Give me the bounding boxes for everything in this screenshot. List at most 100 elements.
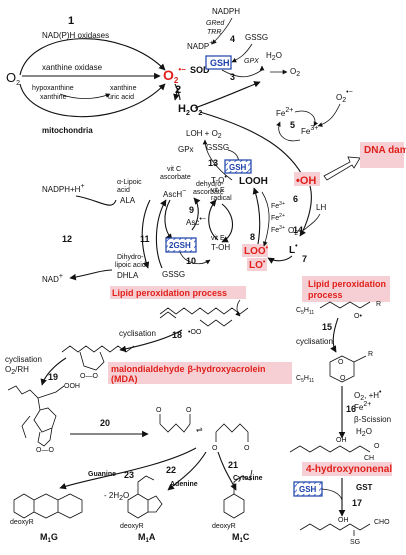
- arrow-nadph-to-nadp: [211, 17, 233, 45]
- arrow-gsh-to-gst: [321, 488, 343, 501]
- gpx-top-label: GPX: [244, 58, 259, 65]
- hne-ch-label: CH: [364, 455, 374, 462]
- asch-label: AscH−: [163, 188, 186, 199]
- cyclisation-15-label: cyclisation: [296, 337, 333, 346]
- t-oh-label: T-OH: [211, 243, 230, 252]
- xanthine-label-right: xanthine: [110, 85, 137, 92]
- superoxide-radical-right: O2•−: [336, 89, 353, 104]
- ooh-label: OOH: [64, 383, 80, 390]
- minus-water-label: - 2H2O: [104, 491, 129, 502]
- beta-hydroxyacrolein-ends: [215, 432, 249, 442]
- ala-label: ALA: [120, 196, 136, 205]
- gsh-box-mid-inner: [228, 162, 248, 171]
- 2gsh-label: 2GSH: [169, 241, 191, 250]
- step-number-11: 11: [140, 234, 150, 244]
- hne-carbonyl-o: O: [374, 443, 380, 450]
- step-number-17: 17: [352, 498, 362, 508]
- arrow-looh-to-loh: [202, 139, 233, 181]
- step-number-7: 7: [302, 254, 307, 264]
- deoxyr-1-label: deoxyR: [10, 519, 34, 526]
- arrow-to-m1c: [217, 451, 237, 491]
- uric-acid-label: uric acid: [108, 94, 134, 101]
- step-number-19: 19: [48, 372, 58, 382]
- arrow-2gsh-to-gssg: [179, 251, 211, 265]
- arrow-cyclisation-18: [119, 329, 183, 353]
- lipid-chain-top: [159, 307, 249, 315]
- step-number-1: 1: [68, 15, 74, 27]
- m1a-label: M1A: [138, 532, 156, 544]
- step-number-10: 10: [186, 256, 196, 266]
- beta-scission-label: β-Scission: [354, 415, 391, 424]
- endoperoxide-ring: [79, 351, 105, 371]
- water-top-label: H2O: [266, 51, 282, 62]
- water-16-label: H2O: [356, 427, 372, 438]
- r-label: R: [376, 301, 381, 308]
- step-number-8: 8: [250, 232, 255, 242]
- gssg-mid-label: GSSG: [206, 143, 229, 152]
- hne-precursor-chain: [319, 301, 371, 309]
- gpx-mid-label: GPx: [178, 145, 194, 154]
- trr-label: TRR: [207, 29, 221, 36]
- bicyclic-bridge: [37, 427, 53, 447]
- step-number-12: 12: [62, 234, 72, 244]
- hne-highlight: [302, 462, 392, 476]
- alpha-lipoic-label: α-Lipoic: [117, 179, 142, 186]
- arrow-vit-e-cycle-down: [221, 203, 234, 243]
- deoxyr-2-label: deoxyR: [120, 523, 144, 530]
- gsh-mid-label: GSH: [229, 163, 247, 172]
- hydroxyl-radical-label: •OH: [296, 175, 316, 187]
- beta-hydroxyacrolein-oh: O: [212, 445, 218, 452]
- ring-oxygen-top: O: [338, 359, 344, 366]
- cyclisation-19-label: cyclisation: [5, 355, 42, 364]
- loo-radical-chain: •OO: [188, 329, 202, 336]
- m1g-ring-c: [57, 493, 83, 519]
- ring-r-label: R: [368, 351, 373, 358]
- m1c-label: M1C: [232, 532, 250, 544]
- step-number-20: 20: [100, 418, 110, 428]
- peroxyl-radical-label: LOO•: [244, 245, 269, 257]
- step-number-23: 23: [124, 470, 134, 480]
- bicyclic-oxygen-label: O—O: [36, 447, 54, 454]
- fe3-14b-label: Fe3+: [271, 225, 285, 234]
- lipid-chain-top-double: [159, 311, 177, 319]
- arrow-l-to-loo: [267, 255, 293, 264]
- sg-label: SG: [350, 539, 360, 546]
- o2-h-label: O2, +H•: [354, 389, 382, 402]
- mda-highlight: [108, 362, 292, 384]
- lo-highlight: [247, 258, 267, 271]
- vit-e-label: vit E: [211, 235, 225, 242]
- step-number-16: 16: [346, 404, 356, 414]
- arrow-hypoxanthine-to-uric: [59, 93, 111, 99]
- xanthine-oxidase-label: xanthine oxidase: [42, 63, 103, 72]
- arrow-to-m1a: [167, 451, 207, 491]
- hydroperoxide-branch: [37, 385, 65, 399]
- arrow-h2o2-to-oh: [199, 111, 306, 181]
- m1c-side-chain: [233, 469, 253, 494]
- ring-oxygen-bottom: O: [340, 375, 346, 382]
- arrow-oh-to-l: [299, 185, 312, 237]
- arrow-asch-down: [164, 199, 173, 241]
- mda-carbonyls: [159, 414, 191, 424]
- hypoxanthine-label: hypoxanthine: [32, 85, 74, 92]
- gst-label: GST: [356, 483, 373, 492]
- dna-damage-highlight: [360, 142, 404, 168]
- step-number-13: 13: [208, 158, 218, 168]
- o2-right-label: O2: [290, 67, 300, 78]
- bicyclic-tail: [21, 415, 31, 439]
- arrow-looh-to-loo-fe: [261, 191, 270, 247]
- fe3-top-label: Fe3+: [301, 125, 318, 136]
- deoxyr-3-label: deoxyR: [212, 523, 236, 530]
- arrow-sod-to-h2o2: [173, 87, 180, 101]
- step-number-18: 18: [172, 330, 182, 340]
- m1g-label: M1G: [40, 532, 58, 544]
- t-o-label: T-O•: [211, 174, 227, 185]
- arrow-asc-up: [191, 197, 201, 231]
- arrow-loo-to-looh: [252, 187, 261, 245]
- xanthine-label-left: xanthine: [40, 94, 67, 101]
- arrow-dhla-to-ala: [155, 199, 167, 269]
- fe3-14a-label: Fe3+: [271, 201, 285, 210]
- gsh-top-label: GSH: [210, 58, 230, 68]
